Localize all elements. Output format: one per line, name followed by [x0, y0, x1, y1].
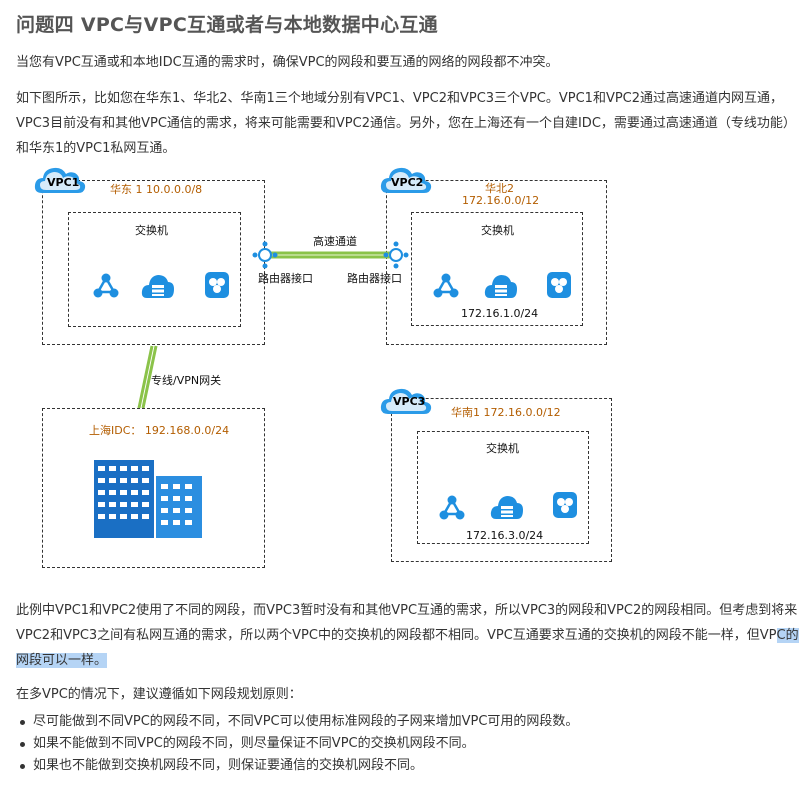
vpc1-box: [42, 180, 265, 345]
vpc3-cloud-icon: [380, 388, 432, 414]
vpc1-cloud-icon: [34, 167, 86, 193]
page-title: 问题四 VPC与VPC互通或者与本地数据中心互通: [16, 14, 438, 36]
vpc1-switch-label: 交换机: [135, 224, 168, 237]
list-item: 尽可能做到不同VPC的网段不同，不同VPC可以使用标准网段的子网来增加VPC可用…: [16, 711, 578, 733]
dedicated-line-label: 专线/VPN网关: [151, 374, 222, 387]
vpc2-vswitch-box: [411, 212, 583, 326]
vpc3-share-icon: [439, 495, 465, 520]
vpc2-cloud-icon: [380, 167, 432, 193]
intro-paragraph-2: 如下图所示，比如您在华东1、华北2、华南1三个地域分别有VPC1、VPC2和VP…: [16, 91, 796, 156]
principles-intro: 在多VPC的情况下，建议遵循如下网段规划原则：: [16, 687, 302, 702]
vpc2-share-icon: [433, 273, 459, 298]
vpc3-region-label: 华南1 172.16.0.0/12: [451, 406, 561, 419]
vpc1-cloud-db-icon: [141, 275, 174, 298]
vpc3-switch-label: 交换机: [486, 442, 519, 455]
idc-box: [42, 408, 265, 568]
vpc3-vswitch-cidr: 172.16.3.0/24: [466, 529, 544, 542]
planning-rules-list: 尽可能做到不同VPC的网段不同，不同VPC可以使用标准网段的子网来增加VPC可用…: [16, 711, 578, 777]
vpc2-vswitch-cidr: 172.16.1.0/24: [461, 307, 539, 320]
vpc1-share-icon: [93, 273, 119, 298]
vpc3-box: [391, 398, 612, 562]
intro-paragraph-1: 当您有VPC互通或和本地IDC互通的需求时，确保VPC的网段和要互通的网络的网段…: [16, 55, 559, 70]
vpc1-region-label: 华东 1 10.0.0.0/8: [110, 183, 203, 196]
vpc2-name: VPC2: [391, 176, 424, 189]
vpc3-name: VPC3: [393, 395, 426, 408]
express-connect-link: [266, 251, 394, 259]
vpc3-vswitch-box: [417, 431, 589, 544]
idc-label: 上海IDC： 192.168.0.0/24: [89, 424, 230, 437]
vpc1-security-icon: [205, 272, 229, 298]
express-connect-label: 高速通道: [313, 235, 357, 248]
explanation-text: 此例中VPC1和VPC2使用了不同的网段，而VPC3暂时没有和其他VPC互通的需…: [16, 603, 798, 643]
router-interface-left-label: 路由器接口: [258, 272, 313, 285]
list-item: 如果不能做到不同VPC的网段不同，则尽量保证不同VPC的交换机网段不同。: [16, 733, 578, 755]
vpc2-region-label: 华北2: [485, 182, 514, 195]
vpc2-cloud-db-icon: [484, 275, 517, 298]
dedicated-line-link: [137, 345, 158, 409]
building-icon: [94, 460, 202, 538]
vpc3-security-icon: [553, 492, 577, 518]
vpc2-switch-label: 交换机: [481, 224, 514, 237]
list-item: 如果也不能做到交换机网段不同，则保证要通信的交换机网段不同。: [16, 755, 578, 777]
router-interface-right-label: 路由器接口: [347, 272, 402, 285]
vpc1-name: VPC1: [47, 176, 80, 189]
vpc2-box: [386, 180, 607, 345]
vpc2-cidr-label: 172.16.0.0/12: [462, 194, 540, 207]
vpc3-cloud-db-icon: [490, 496, 523, 519]
explanation-paragraph: 此例中VPC1和VPC2使用了不同的网段，而VPC3暂时没有和其他VPC互通的需…: [16, 598, 801, 673]
vpc2-security-icon: [547, 272, 571, 298]
vpc1-vswitch-box: [68, 212, 241, 327]
router-interface-right-icon: [383, 241, 409, 269]
router-interface-left-icon: [252, 241, 278, 269]
